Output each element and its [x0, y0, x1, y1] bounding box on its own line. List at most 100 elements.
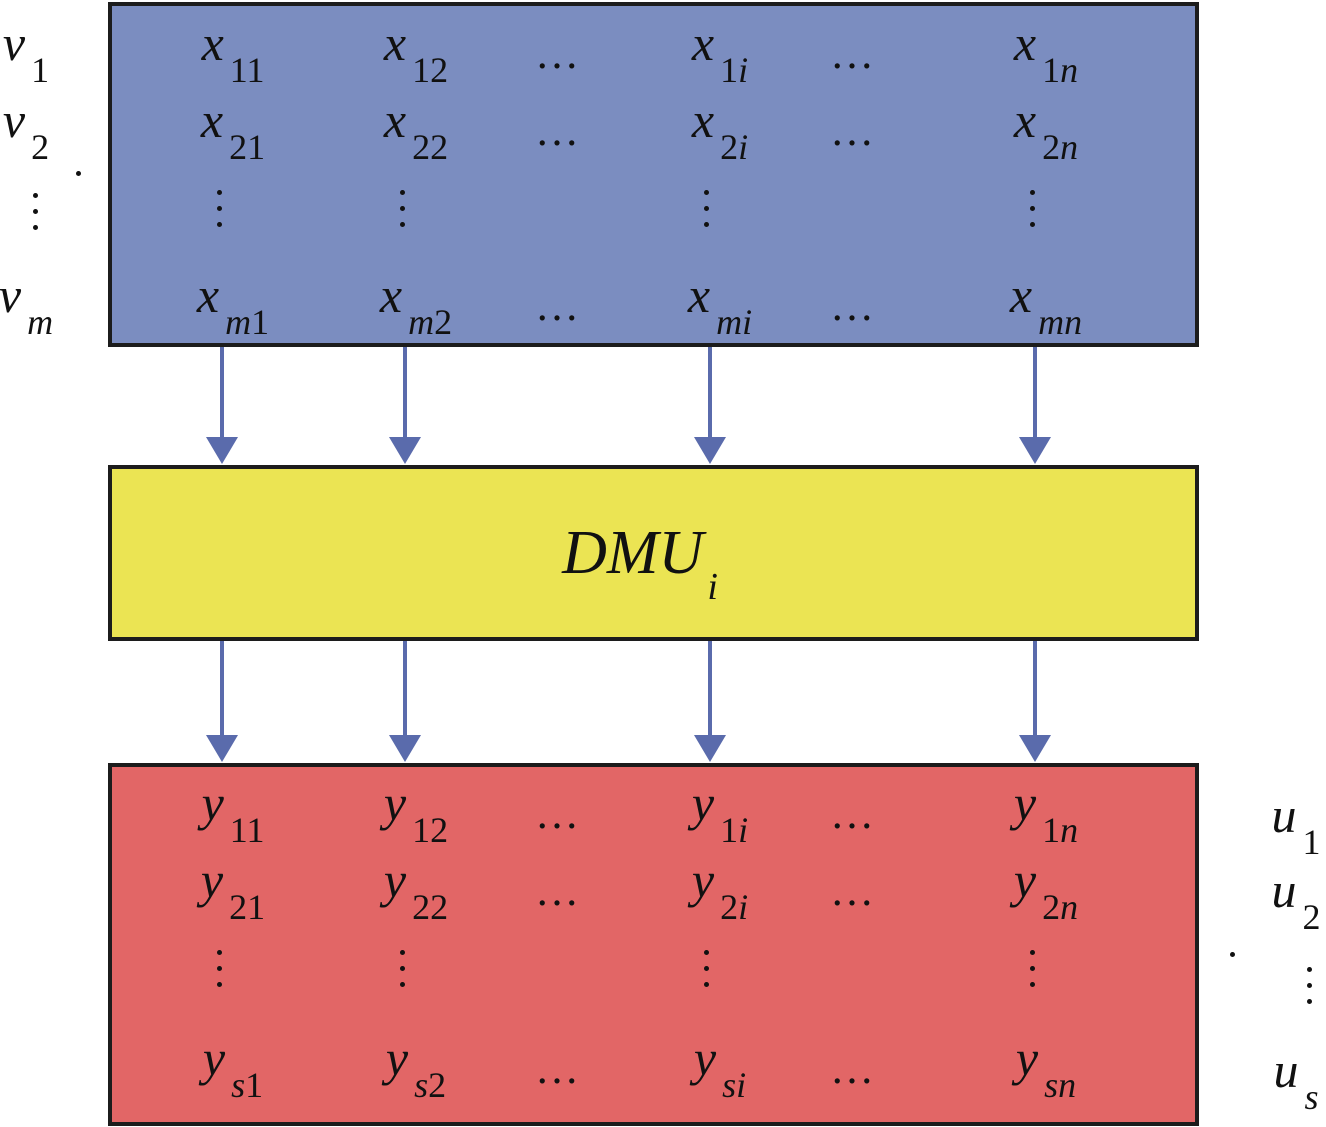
output-ellipsis: …	[830, 789, 876, 838]
output-cell-sub: 21	[229, 887, 266, 927]
output-cell-base: y	[385, 1030, 409, 1086]
output-cell-sub: 2n	[1042, 887, 1079, 927]
input-cell-sub: mn	[1038, 302, 1083, 342]
input-matrix-box	[108, 2, 1199, 347]
input-cell-sub: 12	[412, 50, 449, 90]
input-weight-sub: m	[27, 302, 54, 342]
flow-arrow	[389, 641, 421, 762]
output-cell-base: y	[383, 852, 407, 908]
input-weight-dot	[76, 171, 81, 176]
output-weight-base: u	[1271, 787, 1297, 843]
output-cell-base: y	[1015, 1030, 1039, 1086]
input-cell-base: x	[196, 267, 220, 323]
flow-arrow	[1019, 347, 1051, 464]
flow-arrow	[206, 347, 238, 464]
input-ellipsis: …	[535, 29, 581, 78]
input-cell-base: x	[379, 267, 403, 323]
input-ellipsis: …	[830, 281, 876, 330]
input-cell-base: x	[383, 92, 407, 148]
output-ellipsis: …	[830, 1044, 876, 1093]
input-cell-sub: 11	[229, 50, 265, 90]
output-cell-sub: 2i	[720, 887, 749, 927]
flow-arrow	[389, 347, 421, 464]
output-cell-base: y	[1013, 775, 1037, 831]
input-ellipsis: …	[535, 281, 581, 330]
input-vdots	[702, 190, 710, 238]
output-cell-base: y	[693, 1030, 717, 1086]
flow-arrow	[694, 641, 726, 762]
output-vdots	[702, 950, 710, 998]
output-cell-base: y	[202, 1030, 226, 1086]
output-cell-sub: sn	[1044, 1065, 1077, 1105]
output-vdots	[215, 950, 223, 998]
output-ellipsis: …	[535, 1044, 581, 1093]
output-cell-base: y	[1013, 852, 1037, 908]
output-cell-base: y	[201, 775, 224, 831]
dmu-label-sub: i	[707, 566, 718, 608]
output-weight-sub: 2	[1302, 897, 1321, 937]
input-cell-sub: 1i	[720, 50, 749, 90]
output-ellipsis: …	[535, 789, 581, 838]
input-cell-base: x	[687, 267, 711, 323]
dmu-box	[108, 465, 1199, 641]
output-matrix-box	[108, 763, 1199, 1126]
input-weight-base: v	[2, 92, 26, 148]
input-weight-base: v	[0, 267, 22, 323]
input-ellipsis: …	[830, 106, 876, 155]
dmu-label-main: DMU	[562, 519, 704, 587]
output-cell-sub: 1n	[1042, 810, 1079, 850]
flow-arrow	[1019, 641, 1051, 762]
output-weight-sub: 1	[1302, 822, 1321, 862]
output-cell-sub: s2	[414, 1065, 447, 1105]
input-cell-sub: mi	[716, 302, 753, 342]
input-cell-base: x	[1013, 92, 1037, 148]
flow-arrow	[694, 347, 726, 464]
input-vdots	[1028, 190, 1036, 238]
input-weight-sub: 1	[31, 50, 50, 90]
input-cell-base: x	[201, 15, 224, 71]
input-cell-base: x	[383, 15, 407, 71]
input-weight-vdots	[31, 193, 39, 241]
output-ellipsis: …	[535, 866, 581, 915]
input-weight-sub: 2	[31, 127, 50, 167]
input-cell-base: x	[691, 92, 715, 148]
output-ellipsis: …	[830, 866, 876, 915]
output-cell-sub: 11	[229, 810, 265, 850]
output-weight-vdots	[1305, 967, 1313, 1015]
output-cell-sub: 12	[412, 810, 449, 850]
input-cell-sub: 21	[229, 127, 266, 167]
input-cell-sub: m1	[225, 302, 270, 342]
input-ellipsis: …	[830, 29, 876, 78]
output-cell-base: y	[691, 775, 715, 831]
input-cell-sub: m2	[408, 302, 453, 342]
input-cell-sub: 2n	[1042, 127, 1079, 167]
output-weight-base: u	[1273, 1042, 1299, 1098]
output-cell-sub: 22	[412, 887, 449, 927]
output-vdots	[398, 950, 406, 998]
output-cell-base: y	[200, 852, 224, 908]
